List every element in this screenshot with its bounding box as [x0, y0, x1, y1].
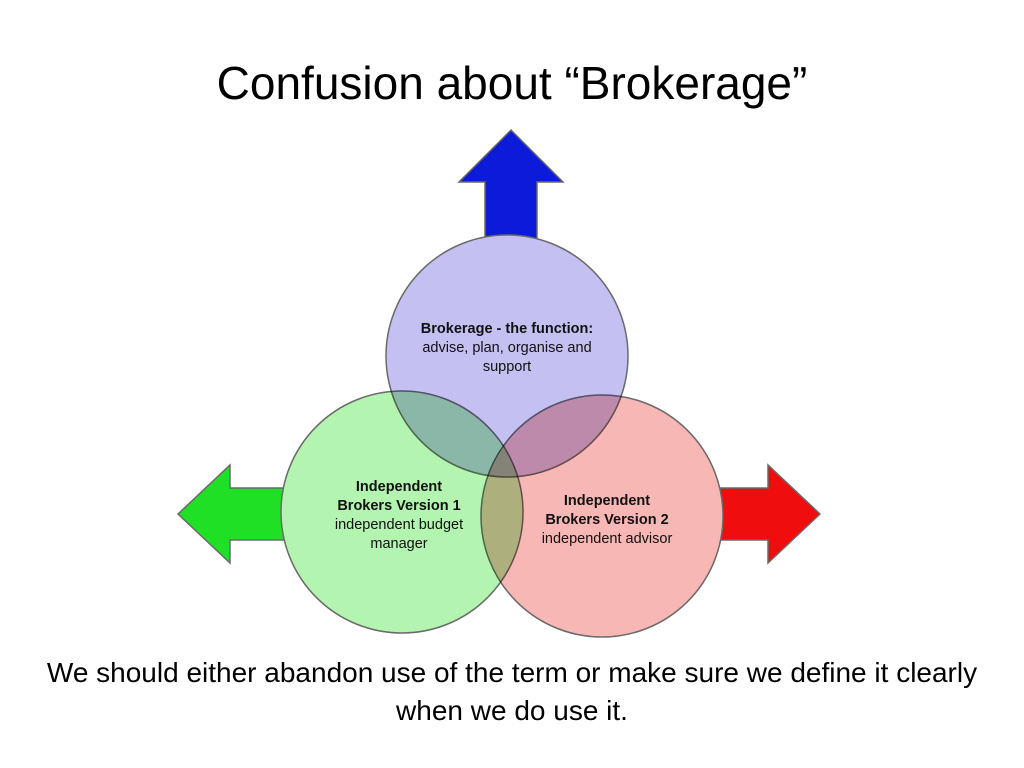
label-heading: Brokers Version 1	[337, 498, 461, 514]
label-body-line: manager	[370, 536, 428, 552]
slide-caption: We should either abandon use of the term…	[46, 657, 978, 726]
label-heading: Independent	[563, 493, 651, 509]
label-brokerage-function: Brokerage - the function: advise, plan, …	[392, 320, 622, 377]
slide-title: Confusion about “Brokerage”	[216, 57, 808, 109]
label-body-line: independent budget	[334, 517, 464, 533]
label-brokers-version-2: Independent Brokers Version 2 independen…	[512, 492, 702, 549]
label-body-line: advise, plan, organise and	[422, 340, 592, 356]
label-brokers-version-1: Independent Brokers Version 1 independen…	[304, 478, 494, 554]
circle-brokers-version-2	[480, 394, 724, 638]
label-body-line: independent advisor	[541, 531, 673, 547]
label-heading: Brokers Version 2	[545, 512, 669, 528]
label-heading: Brokerage - the function:	[420, 321, 594, 337]
label-body-line: support	[482, 359, 532, 375]
label-heading: Independent	[355, 479, 443, 495]
